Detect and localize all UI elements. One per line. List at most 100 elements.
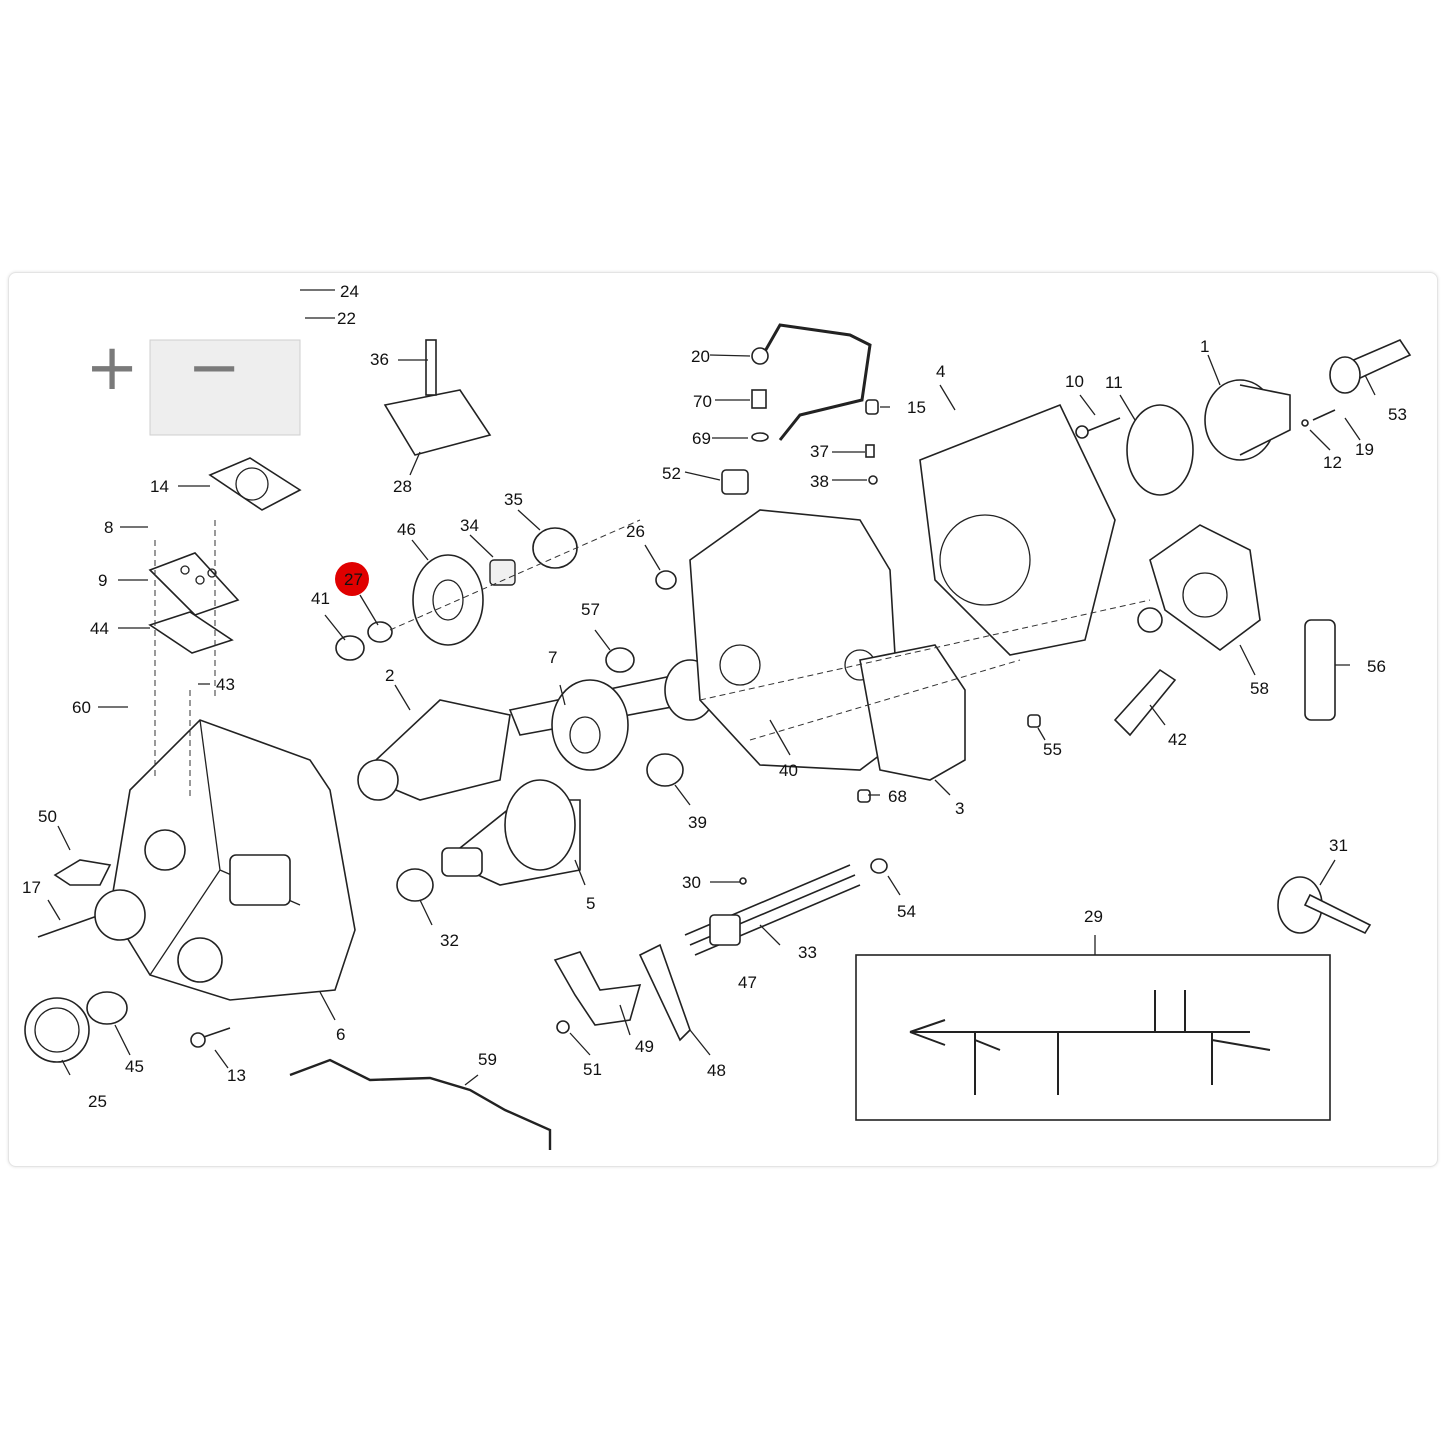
callout-57[interactable]: 57: [581, 600, 600, 619]
valve-body-9: [148, 552, 240, 616]
oring-11: [1126, 404, 1194, 496]
callout-4[interactable]: 4: [936, 362, 945, 381]
harness-box-29: [855, 954, 1331, 1121]
callout-46[interactable]: 46: [397, 520, 416, 539]
callout-38[interactable]: 38: [810, 472, 829, 491]
sleeve-35: [532, 527, 578, 569]
callout-44[interactable]: 44: [90, 619, 109, 638]
callout-56[interactable]: 56: [1367, 657, 1386, 676]
callout-40[interactable]: 40: [779, 761, 798, 780]
callout-33[interactable]: 33: [798, 943, 817, 962]
callout-9[interactable]: 9: [98, 571, 107, 590]
housing-3: [859, 644, 966, 781]
left-housing: [109, 719, 356, 1001]
callout-39[interactable]: 39: [688, 813, 707, 832]
pto-58: [1137, 524, 1261, 651]
callout-27-highlighted[interactable]: 27: [344, 570, 363, 589]
oring-57: [605, 647, 635, 673]
callout-54[interactable]: 54: [897, 902, 916, 921]
cover-25: [24, 997, 90, 1063]
callout-34[interactable]: 34: [460, 516, 479, 535]
callout-42[interactable]: 42: [1168, 730, 1187, 749]
callout-20[interactable]: 20: [691, 347, 710, 366]
callout-48[interactable]: 48: [707, 1061, 726, 1080]
oring-54: [870, 858, 888, 874]
callout-15[interactable]: 15: [907, 398, 926, 417]
leader-lines: [47, 289, 1376, 1086]
callout-41[interactable]: 41: [311, 589, 330, 608]
callout-35[interactable]: 35: [504, 490, 523, 509]
callout-32[interactable]: 32: [440, 931, 459, 950]
callout-5[interactable]: 5: [586, 894, 595, 913]
zoom-out-button[interactable]: −: [182, 336, 246, 400]
callout-52[interactable]: 52: [662, 464, 681, 483]
callout-3[interactable]: 3: [955, 799, 964, 818]
callout-51[interactable]: 51: [583, 1060, 602, 1079]
callout-49[interactable]: 49: [635, 1037, 654, 1056]
callout-37[interactable]: 37: [810, 442, 829, 461]
callout-6[interactable]: 6: [336, 1025, 345, 1044]
shaft-5: [441, 779, 581, 886]
callout-55[interactable]: 55: [1043, 740, 1062, 759]
callout-58[interactable]: 58: [1250, 679, 1269, 698]
callout-19[interactable]: 19: [1355, 440, 1374, 459]
callout-12[interactable]: 12: [1323, 453, 1342, 472]
fitting-68: [857, 789, 871, 803]
callout-13[interactable]: 13: [227, 1066, 246, 1085]
callout-53[interactable]: 53: [1388, 405, 1407, 424]
washer-41-27: [335, 621, 393, 661]
oring-26: [655, 570, 677, 590]
fork-49: [553, 951, 642, 1026]
callout-68[interactable]: 68: [888, 787, 907, 806]
callout-7[interactable]: 7: [548, 648, 557, 667]
pin-30: [739, 877, 747, 885]
callout-43[interactable]: 43: [216, 675, 235, 694]
callout-29[interactable]: 29: [1084, 907, 1103, 926]
callout-45[interactable]: 45: [125, 1057, 144, 1076]
callout-2[interactable]: 2: [385, 666, 394, 685]
minus-icon: −: [187, 331, 241, 405]
callout-28[interactable]: 28: [393, 477, 412, 496]
oring-39: [646, 753, 684, 787]
pin-51: [556, 1020, 570, 1034]
callout-24[interactable]: 24: [340, 282, 359, 301]
callout-10[interactable]: 10: [1065, 372, 1084, 391]
callout-31[interactable]: 31: [1329, 836, 1348, 855]
callout-50[interactable]: 50: [38, 807, 57, 826]
callout-47[interactable]: 47: [738, 973, 757, 992]
callout-30[interactable]: 30: [682, 873, 701, 892]
callout-69[interactable]: 69: [692, 429, 711, 448]
callout-22[interactable]: 22: [337, 309, 356, 328]
tube-56: [1304, 619, 1336, 721]
cup-52: [721, 469, 749, 495]
pin-12-19: [1301, 409, 1336, 427]
callout-26[interactable]: 26: [626, 522, 645, 541]
callout-1[interactable]: 1: [1200, 337, 1209, 356]
plug-55: [1027, 714, 1041, 728]
bolt-17: [37, 889, 146, 941]
bolt-13: [190, 1027, 231, 1048]
oring-45: [86, 991, 128, 1025]
plate-44: [148, 611, 234, 654]
callout-25[interactable]: 25: [88, 1092, 107, 1111]
block-47: [709, 914, 741, 946]
highlight-marker[interactable]: [335, 562, 369, 596]
sealant-42: [1113, 668, 1177, 737]
callout-59[interactable]: 59: [478, 1050, 497, 1069]
flywheel-housing-4: [919, 403, 1116, 656]
callout-14[interactable]: 14: [150, 477, 169, 496]
zoom-in-button[interactable]: +: [80, 336, 144, 400]
cover-50: [53, 859, 112, 886]
pins-37-38-15: [865, 399, 879, 485]
callout-8[interactable]: 8: [104, 518, 113, 537]
callout-17[interactable]: 17: [22, 878, 41, 897]
callout-36[interactable]: 36: [370, 350, 389, 369]
callout-70[interactable]: 70: [693, 392, 712, 411]
callout-60[interactable]: 60: [72, 698, 91, 717]
callout-11[interactable]: 11: [1105, 373, 1123, 392]
plus-icon: +: [85, 331, 139, 405]
gear-7: [551, 659, 716, 771]
sub-view-thumbnail: [149, 339, 301, 436]
oil-tube-20: [751, 323, 872, 442]
